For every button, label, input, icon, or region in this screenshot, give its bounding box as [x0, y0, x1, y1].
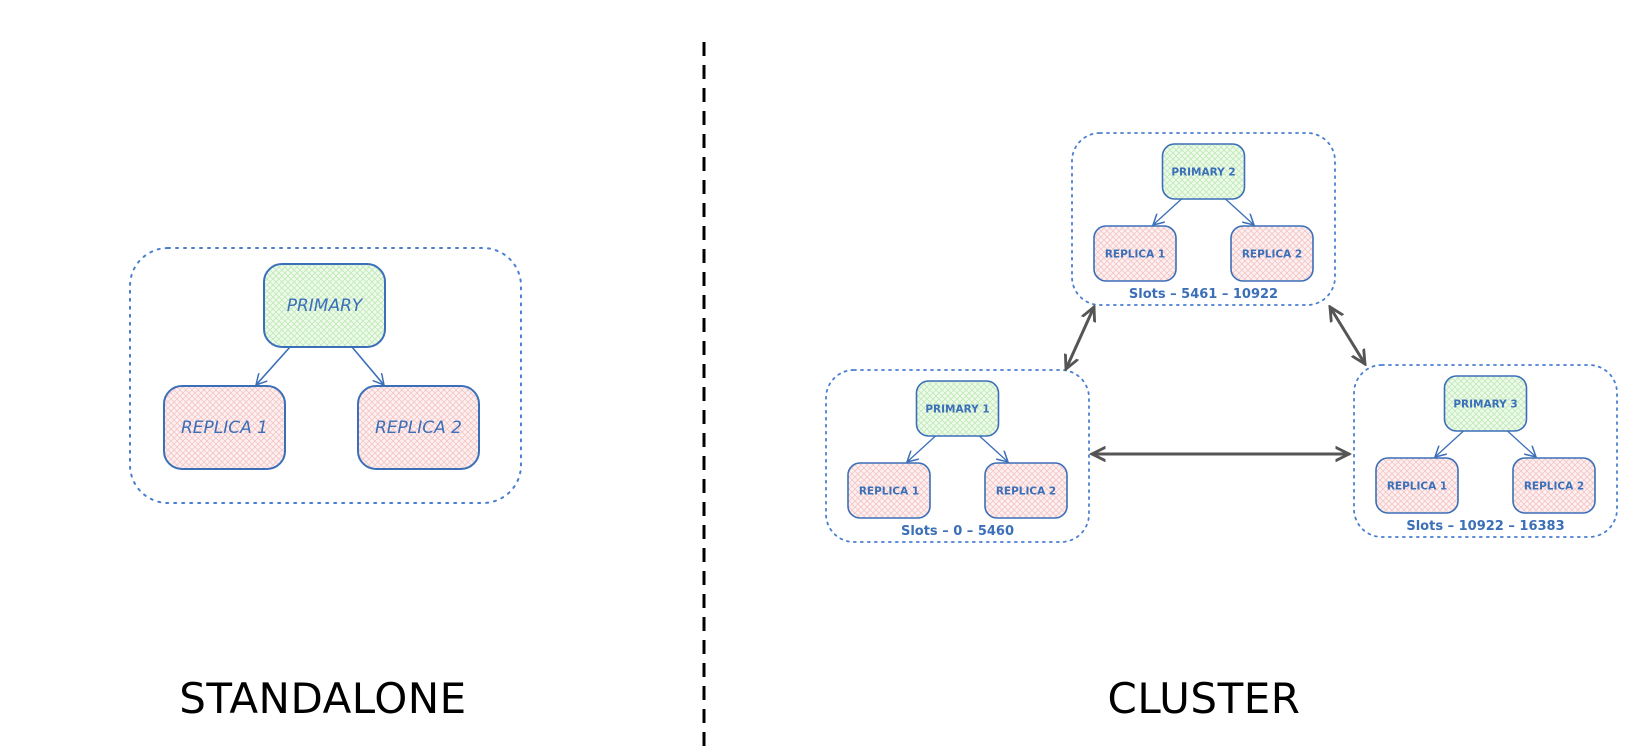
replication-arrow — [907, 435, 936, 462]
standalone-primary-label: PRIMARY — [287, 296, 364, 316]
standalone-group: PRIMARY REPLICA 1 REPLICA 2 — [129, 247, 522, 504]
shard-replica-label: REPLICA 1 — [1105, 249, 1165, 261]
standalone-title: STANDALONE — [179, 674, 467, 723]
shard-slots-label: Slots – 5461 – 10922 — [1129, 287, 1278, 302]
shard-slots-label: Slots – 10922 – 16383 — [1406, 519, 1564, 534]
shard-replica-label: REPLICA 2 — [1242, 249, 1302, 261]
shard-primary-label: PRIMARY 2 — [1171, 167, 1235, 179]
replication-arrow — [1225, 198, 1255, 225]
shard-replica-node: REPLICA 1 — [1093, 225, 1177, 282]
shard-replica-node: REPLICA 1 — [847, 462, 931, 519]
shard-boundary — [1353, 364, 1618, 538]
replication-arrow — [1153, 198, 1182, 225]
standalone-boundary — [129, 247, 522, 504]
shard-primary-node: PRIMARY 2 — [1161, 143, 1246, 200]
replication-arrow — [979, 435, 1009, 462]
shard-group: PRIMARY 3 REPLICA 1 REPLICA 2 Slots – 10922… — [1353, 364, 1618, 538]
shard-replica-node: REPLICA 2 — [1512, 457, 1596, 514]
shard-replica-label: REPLICA 2 — [996, 486, 1056, 498]
shard-slots-label: Slots – 0 – 5460 — [901, 524, 1014, 539]
shard-replica-node: REPLICA 2 — [1230, 225, 1314, 282]
standalone-replica-1-label: REPLICA 1 — [181, 418, 268, 438]
cluster-links — [1066, 307, 1365, 454]
shard-link-arrow — [1066, 307, 1094, 369]
replication-arrow — [351, 346, 384, 385]
standalone-primary-node: PRIMARY — [263, 263, 386, 348]
shard-replica-node: REPLICA 2 — [984, 462, 1068, 519]
cluster-group: PRIMARY 1 REPLICA 1 REPLICA 2 Slots – 0 – 5… — [825, 132, 1618, 543]
shard-replica-label: REPLICA 1 — [1387, 481, 1447, 493]
replication-arrow — [1435, 430, 1464, 457]
shard-replica-label: REPLICA 1 — [859, 486, 919, 498]
replication-arrow — [1507, 430, 1537, 457]
shard-link-arrow — [1330, 307, 1365, 364]
shard-boundary — [825, 369, 1090, 543]
shard-primary-label: PRIMARY 3 — [1453, 399, 1517, 411]
shard-replica-label: REPLICA 2 — [1524, 481, 1584, 493]
standalone-replica-node: REPLICA 2 — [357, 385, 480, 470]
cluster-title: CLUSTER — [1107, 674, 1301, 723]
standalone-replica-2-label: REPLICA 2 — [375, 418, 462, 438]
replication-arrow — [256, 346, 291, 385]
standalone-replica-node: REPLICA 1 — [163, 385, 286, 470]
shard-primary-node: PRIMARY 1 — [915, 380, 1000, 437]
shard-primary-label: PRIMARY 1 — [925, 404, 989, 416]
shard-group: PRIMARY 2 REPLICA 1 REPLICA 2 Slots – 5461 … — [1071, 132, 1336, 306]
shard-primary-node: PRIMARY 3 — [1443, 375, 1528, 432]
shard-group: PRIMARY 1 REPLICA 1 REPLICA 2 Slots – 0 – 5… — [825, 369, 1090, 543]
shard-boundary — [1071, 132, 1336, 306]
shard-replica-node: REPLICA 1 — [1375, 457, 1459, 514]
